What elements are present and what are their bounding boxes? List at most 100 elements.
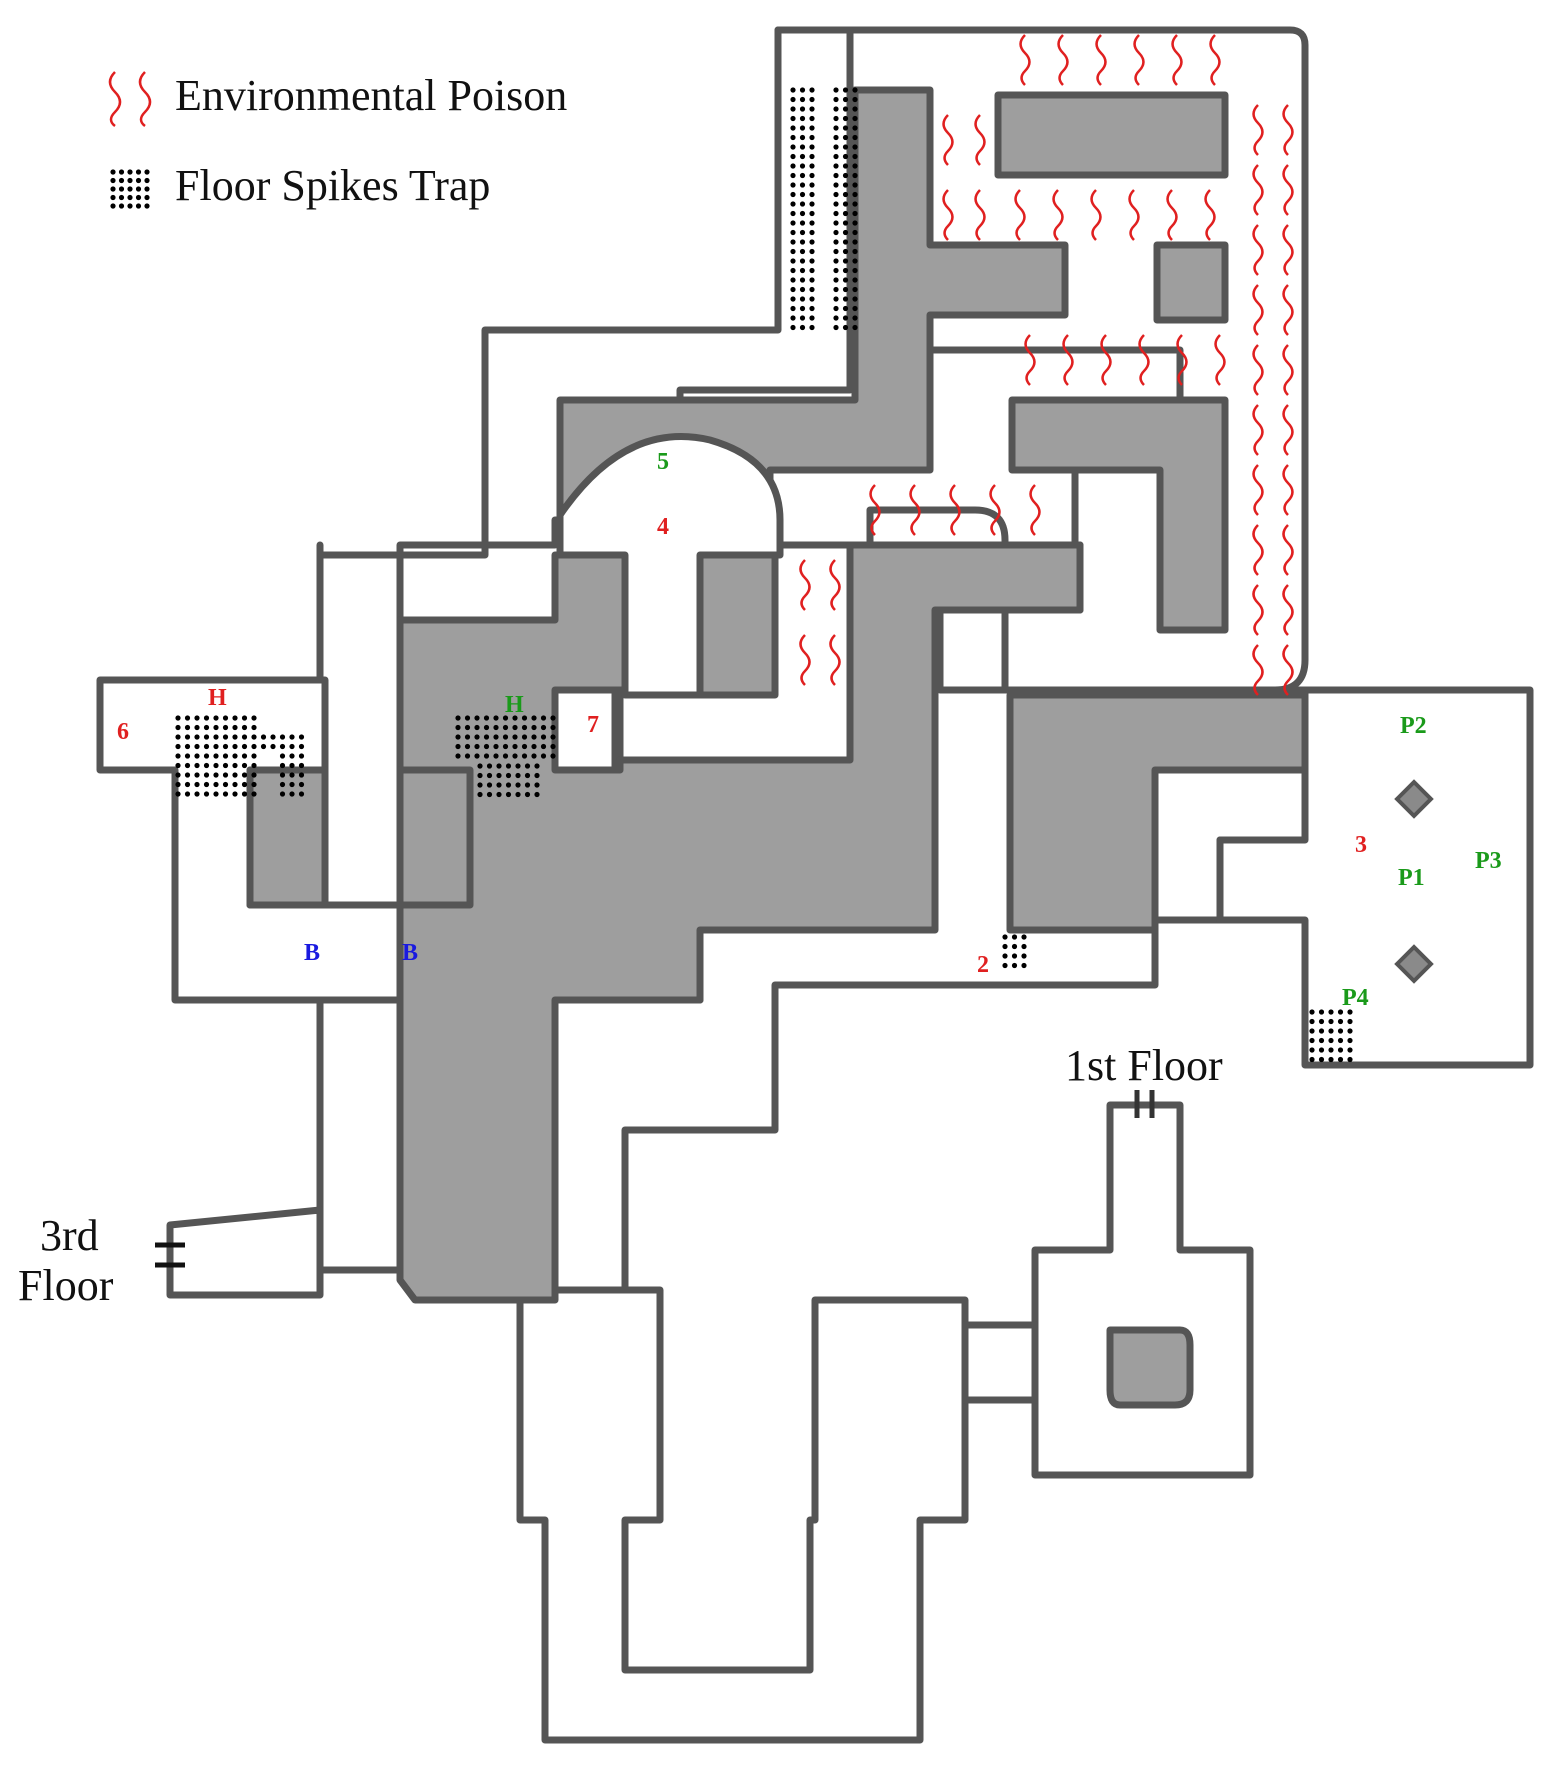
spike-dot [852, 239, 858, 245]
spike-dot [833, 201, 839, 207]
spike-dot [1002, 953, 1008, 959]
spike-dot [842, 315, 849, 321]
spike-dot [809, 134, 815, 141]
pillar-west-left [246, 766, 329, 909]
connector-wall [961, 1321, 1039, 1404]
spike-dot [298, 753, 305, 759]
legend-spike-dot [127, 194, 133, 201]
spike-dot [184, 724, 191, 731]
south-room-left-wall [516, 1286, 969, 1744]
spike-dot [1337, 1056, 1344, 1063]
spike-dot [833, 153, 839, 160]
spike-dot [1021, 934, 1027, 940]
spike-dot [833, 305, 839, 312]
first-floor-label: 1st Floor [1065, 1041, 1223, 1090]
spike-dot [1318, 1056, 1325, 1063]
arch-room [556, 433, 784, 699]
poison-squiggle [974, 114, 986, 166]
spike-dot [483, 715, 490, 721]
spike-dot [251, 753, 257, 759]
spike-dot [809, 163, 815, 169]
spike-dot [799, 286, 806, 293]
spike-dot [279, 772, 286, 778]
spike-dot [464, 724, 471, 731]
spike-dot [833, 220, 839, 226]
marker-4: 4 [657, 514, 669, 540]
spike-dot [505, 763, 512, 769]
legend-spike-dot [135, 203, 142, 209]
marker-5: 5 [657, 449, 669, 475]
spike-dot [799, 267, 806, 274]
spike-dot [502, 724, 509, 731]
spike-dot [203, 734, 210, 740]
spike-dot [241, 762, 248, 769]
diamond-marker-lower [1394, 944, 1434, 984]
spike-dot [842, 296, 849, 302]
spike-dot [486, 782, 493, 788]
spike-dot [222, 715, 229, 721]
spike-dot [790, 315, 796, 321]
spike-dot [222, 734, 229, 740]
spike-dot [222, 781, 229, 788]
poison-squiggle [1024, 334, 1036, 386]
spike-dot [474, 724, 480, 731]
spike-dot [833, 125, 839, 131]
spike-dot [493, 743, 499, 750]
spike-dot [799, 134, 806, 141]
spike-dot [298, 734, 305, 740]
poison-squiggle [1252, 584, 1264, 636]
pillar-north-l [1008, 396, 1229, 634]
spike-dot [809, 305, 815, 312]
spike-dot [1337, 1018, 1344, 1025]
spike-dot [232, 791, 238, 797]
poison-squiggle [1057, 34, 1069, 86]
spike-dot [790, 324, 796, 331]
west-corridor-wall [316, 26, 854, 1274]
spike-dot [550, 724, 556, 731]
spike-dot [270, 734, 276, 740]
spike-dot [194, 762, 200, 769]
spike-dot [175, 724, 181, 731]
spike-dot [1002, 934, 1008, 940]
spike-dot [483, 724, 490, 731]
poison-squiggle [1052, 189, 1064, 241]
spike-dot [1328, 1037, 1334, 1044]
pillar-center-small [696, 551, 779, 699]
spike-dot [455, 753, 461, 759]
diamond-markers [1394, 779, 1434, 984]
spike-dot [833, 96, 839, 103]
spike-dot [550, 743, 556, 750]
spike-dot [531, 753, 537, 759]
legend-spike-dot [135, 177, 142, 184]
spike-dot [203, 781, 210, 788]
spike-dot [203, 762, 210, 769]
spike-dot [809, 87, 815, 93]
spike-dot [809, 191, 815, 198]
poison-squiggle [869, 484, 881, 536]
spike-dot [1347, 1056, 1353, 1063]
spike-dot [184, 734, 191, 740]
legend-spike-dot [118, 177, 125, 184]
spike-dot [852, 229, 858, 236]
spike-dot [464, 715, 471, 721]
spike-dot [477, 772, 483, 779]
spike-dot [833, 182, 839, 188]
poison-squiggle [1252, 224, 1264, 276]
spike-dot [809, 201, 815, 207]
spike-dot [289, 734, 295, 740]
poison-squiggle [1282, 524, 1294, 576]
spike-dot [790, 115, 796, 122]
spike-dot [496, 791, 502, 798]
spike-dot [842, 220, 849, 226]
marker-p4: P4 [1342, 985, 1369, 1011]
spike-dot [790, 277, 796, 283]
spike-dot [842, 324, 849, 331]
spike-dot [534, 791, 540, 798]
marker-7: 7 [587, 712, 599, 738]
spike-dot [512, 734, 518, 740]
spike-dot [521, 753, 528, 759]
pillars [246, 86, 1309, 1409]
legend-spike-dot [110, 203, 116, 209]
spike-dot [842, 258, 849, 264]
spike-dot [799, 210, 806, 217]
